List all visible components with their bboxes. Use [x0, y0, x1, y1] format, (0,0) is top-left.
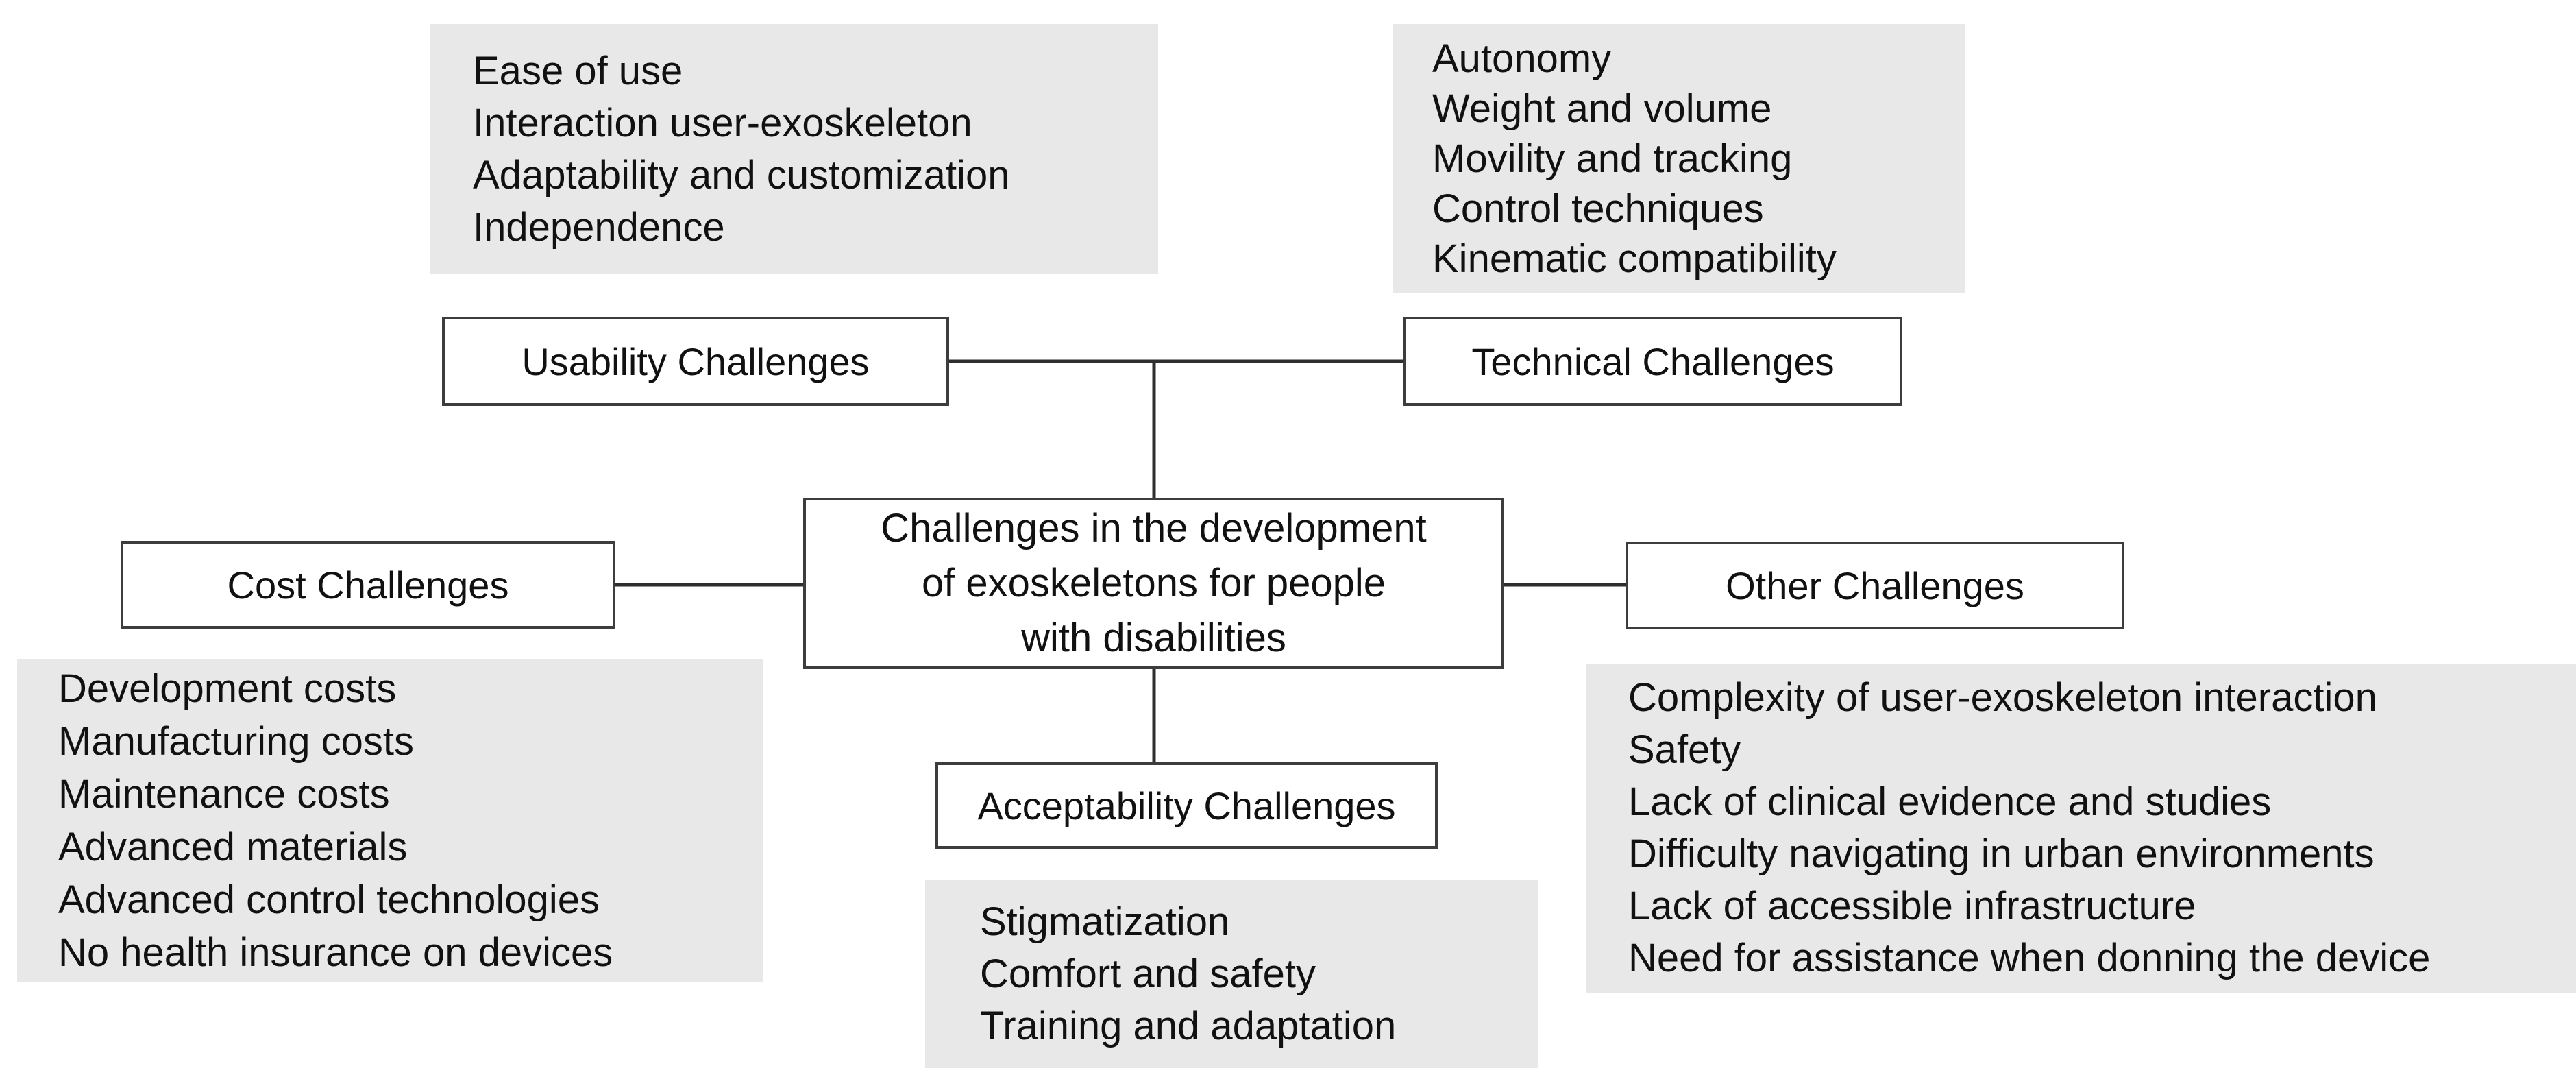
list-item: No health insurance on devices — [58, 930, 613, 975]
list-item: Control techniques — [1432, 186, 1764, 231]
list-item: Need for assistance when donning the dev… — [1628, 936, 2431, 980]
acceptability-challenges-box: Acceptability Challenges — [935, 762, 1438, 849]
list-item: Development costs — [58, 666, 397, 711]
list-item: Advanced materials — [58, 825, 408, 869]
list-item: Advanced control technologies — [58, 878, 600, 922]
acceptability-challenges-label: Acceptability Challenges — [977, 784, 1396, 827]
list-item: Maintenance costs — [58, 772, 390, 816]
list-item: Difficulty navigating in urban environme… — [1628, 832, 2375, 876]
technical-challenges-box: Technical Challenges — [1403, 317, 1902, 406]
list-item: Lack of accessible infrastructure — [1628, 884, 2196, 928]
list-item: Kinematic compatibility — [1432, 236, 1837, 281]
list-item: of exoskeletons for people — [921, 561, 1386, 605]
list-item: Ease of use — [473, 48, 683, 93]
list-item: with disabilities — [1021, 616, 1286, 660]
list-item: Independence — [473, 204, 725, 250]
list-item: Interaction user-exoskeleton — [473, 100, 972, 145]
list-item: Movility and tracking — [1432, 136, 1793, 181]
other-challenges-box: Other Challenges — [1626, 542, 2124, 629]
usability-challenges-label: Usability Challenges — [522, 339, 870, 383]
usability-challenges-box: Usability Challenges — [442, 317, 949, 406]
list-item: Weight and volume — [1432, 86, 1772, 131]
cost-challenges-box: Cost Challenges — [121, 541, 615, 629]
list-item: Autonomy — [1432, 36, 1612, 81]
cost-challenges-label: Cost Challenges — [227, 563, 509, 607]
list-item: Adaptability and customization — [473, 152, 1010, 197]
technical-challenges-label: Technical Challenges — [1471, 339, 1835, 383]
list-item: Comfort and safety — [980, 951, 1316, 996]
list-item: Manufacturing costs — [58, 719, 415, 764]
list-item: Lack of clinical evidence and studies — [1628, 779, 2272, 824]
list-item: Safety — [1628, 727, 1741, 772]
list-item: Challenges in the development — [881, 506, 1427, 550]
other-challenges-label: Other Challenges — [1726, 564, 2024, 607]
list-item: Training and adaptation — [980, 1003, 1397, 1048]
other-items-panel: Complexity of user-exoskeleton interacti… — [1586, 664, 2576, 993]
list-item: Stigmatization — [980, 899, 1230, 944]
list-item: Complexity of user-exoskeleton interacti… — [1628, 675, 2377, 720]
central-challenges-box: Challenges in the development of exoskele… — [803, 498, 1504, 669]
